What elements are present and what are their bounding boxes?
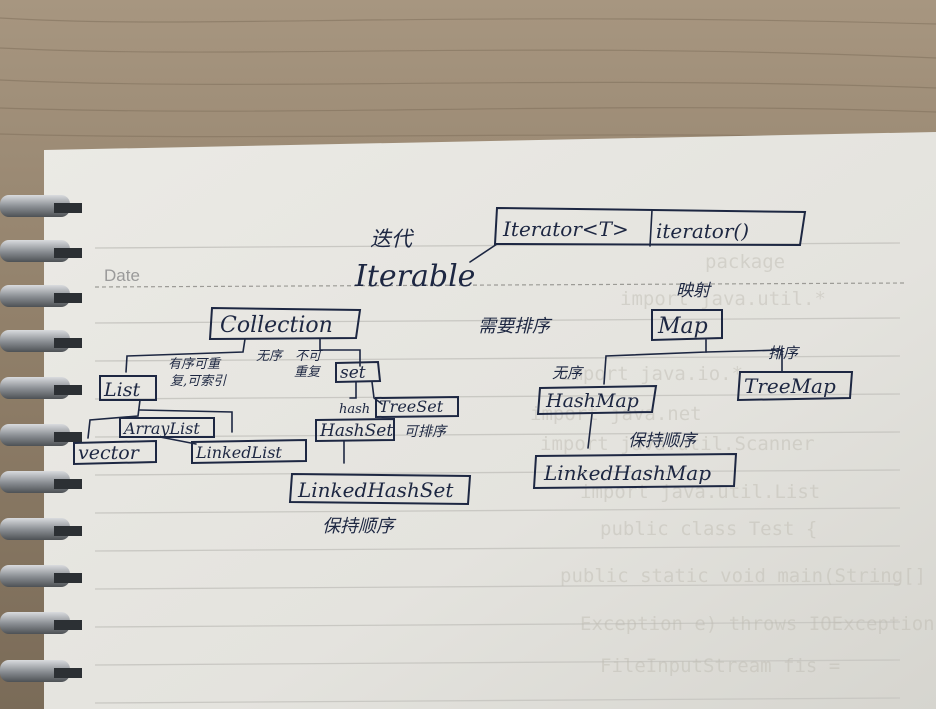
- list-label: List: [103, 379, 140, 401]
- set-label: set: [340, 363, 366, 383]
- sortable-note: 排序: [768, 344, 800, 362]
- ruled-lines: [94, 242, 901, 704]
- vector-box: [73, 439, 157, 466]
- treeset-box: [375, 395, 459, 419]
- arraylist-label: ArrayList: [122, 419, 200, 438]
- linkedlist-box: [191, 438, 307, 465]
- hashmap-box: [536, 384, 658, 416]
- date-label: Date: [104, 266, 140, 285]
- iterator-signature: Iterator<T>: [502, 217, 629, 241]
- hashset-label: HashSet: [319, 421, 393, 441]
- list-note-line1: 有序可重: [168, 357, 222, 372]
- list-note-line2: 复,可索引: [170, 374, 227, 389]
- iterator-box: [493, 206, 807, 247]
- linkedhashset-box: [288, 472, 472, 506]
- svg-text:import java.net: import java.net: [530, 403, 702, 425]
- svg-text:import java.util.*: import java.util.*: [620, 288, 826, 310]
- svg-text:Exception e) throws IOExceptio: Exception e) throws IOException {: [580, 613, 936, 635]
- date-dashed-line: [94, 282, 906, 288]
- hashmap-label: HashMap: [545, 390, 639, 412]
- hashset-box: [315, 417, 395, 443]
- mapping-note: 映射: [676, 281, 712, 301]
- linkedhashmap-box: [532, 452, 738, 490]
- map-label: Map: [657, 314, 708, 339]
- set-note-a: 无序: [256, 349, 284, 364]
- set-note-c: 重复: [294, 365, 322, 380]
- linkedhashset-label: LinkedHashSet: [297, 478, 454, 502]
- svg-text:package: package: [705, 251, 785, 273]
- svg-text:FileInputStream fis =: FileInputStream fis =: [600, 655, 840, 677]
- treemap-box: [736, 371, 854, 402]
- unordered-note: 无序: [552, 364, 584, 382]
- wood-grain: [0, 17, 936, 141]
- linkedhashset-note: 保持顺序: [322, 516, 397, 537]
- set-box: [335, 360, 382, 384]
- spiral-binding: [0, 195, 82, 682]
- iterable-label: Iterable: [354, 259, 475, 294]
- list-box: [99, 375, 157, 401]
- iteration-label: 迭代: [370, 227, 415, 251]
- keep-order-note: 保持顺序: [628, 431, 699, 451]
- map-box: [651, 309, 723, 342]
- handwritten-diagram: 迭代 Iterator<T> iterator() Iterable Colle…: [73, 206, 854, 537]
- linkedlist-label: LinkedList: [195, 443, 282, 462]
- arraylist-box: [119, 417, 215, 438]
- svg-text:public static void main(String: public static void main(String[] args) t…: [560, 565, 936, 587]
- collection-box: [208, 306, 362, 341]
- collection-label: Collection: [220, 313, 333, 338]
- iterator-method: iterator(): [656, 219, 749, 243]
- linkedhashmap-label: LinkedHashMap: [543, 461, 711, 485]
- vector-label: vector: [78, 442, 141, 464]
- svg-text:public class Test {: public class Test {: [600, 518, 817, 540]
- treeset-label: TreeSet: [379, 397, 444, 416]
- set-note-b: 不可: [295, 349, 323, 364]
- svg-text:import java.util.Scanner: import java.util.Scanner: [540, 433, 815, 455]
- need-sort-note: 需要排序: [478, 316, 553, 337]
- treeset-note: 可排序: [404, 424, 448, 440]
- hash-note: hash: [339, 402, 370, 417]
- treemap-label: TreeMap: [744, 374, 836, 398]
- notebook-page: [44, 132, 936, 709]
- svg-text:import java.io.*: import java.io.*: [560, 363, 743, 385]
